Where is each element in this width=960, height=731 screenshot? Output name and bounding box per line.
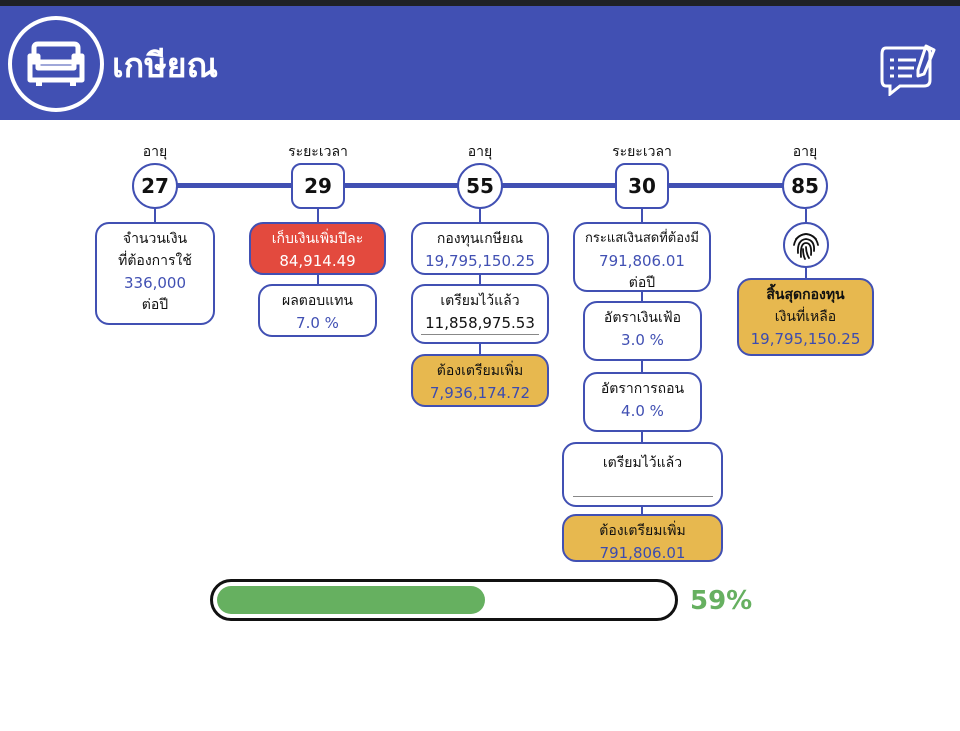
remaining-label: เงินที่เหลือ	[774, 309, 837, 325]
withdraw-rate-label: อัตราการถอน	[600, 381, 685, 397]
annual-saving-label: เก็บเงินเพิ่มปีละ	[271, 231, 364, 247]
page-title: เกษียณ	[112, 46, 219, 86]
document-message-icon[interactable]	[880, 40, 940, 98]
inflation-card[interactable]: อัตราเงินเฟ้อ 3.0 %	[583, 301, 702, 361]
prepared-label: เตรียมไว้แล้ว	[440, 293, 520, 309]
need-more-value-2: 791,806.01	[599, 544, 686, 562]
connector	[154, 209, 156, 223]
sofa-icon	[8, 16, 104, 112]
need-more-value: 7,936,174.72	[429, 384, 531, 402]
cashflow-card: กระแสเงินสดที่ต้องมี 791,806.01 ต่อปี	[573, 222, 711, 292]
remaining-value: 19,795,150.25	[750, 330, 861, 348]
required-amount-card: จำนวนเงิน ที่ต้องการใช้ 336,000 ต่อปี	[95, 222, 215, 325]
required-amount-label2: ที่ต้องการใช้	[118, 253, 192, 269]
status-bar	[0, 0, 960, 6]
need-more-label-2: ต้องเตรียมเพิ่ม	[599, 523, 686, 539]
required-amount-label: จำนวนเงิน	[122, 231, 188, 247]
retire-age-node: 55	[457, 163, 503, 209]
progress-percent: 59%	[690, 586, 753, 616]
return-rate-card: ผลตอบแทน 7.0 %	[258, 284, 377, 337]
cashflow-unit: ต่อปี	[628, 275, 656, 291]
progress-bar	[210, 579, 678, 621]
connector	[641, 209, 643, 519]
app-header: เกษียณ	[0, 6, 960, 120]
prepared-label-2: เตรียมไว้แล้ว	[602, 455, 683, 471]
inflation-label: อัตราเงินเฟ้อ	[603, 310, 682, 326]
fingerprint-icon	[783, 222, 829, 268]
required-amount-value: 336,000	[123, 274, 187, 292]
retirement-fund-card: กองทุนเกษียณ 19,795,150.25	[411, 222, 549, 275]
inflation-value[interactable]: 3.0 %	[621, 331, 664, 349]
node3-caption: อายุ	[467, 144, 493, 160]
annual-saving-card: เก็บเงินเพิ่มปีละ 84,914.49	[249, 222, 386, 275]
return-rate-label: ผลตอบแทน	[282, 293, 353, 309]
node4-caption: ระยะเวลา	[612, 144, 672, 160]
prepared-underline-2	[572, 496, 713, 497]
retire-period-node: 30	[615, 163, 669, 209]
prepared-value-2[interactable]	[564, 474, 721, 492]
required-amount-unit: ต่อปี	[141, 297, 169, 313]
prepared-card-2[interactable]: เตรียมไว้แล้ว	[562, 442, 723, 507]
age-start-node: 27	[132, 163, 178, 209]
need-more-card: ต้องเตรียมเพิ่ม 7,936,174.72	[411, 354, 549, 407]
end-age-node: 85	[782, 163, 828, 209]
prepared-value[interactable]: 11,858,975.53	[425, 314, 535, 332]
node2-caption: ระยะเวลา	[288, 144, 348, 160]
cashflow-label: กระแสเงินสดที่ต้องมี	[585, 231, 699, 246]
node5-caption: อายุ	[792, 144, 818, 160]
fund-end-card: สิ้นสุดกองทุน เงินที่เหลือ 19,795,150.25	[737, 278, 874, 356]
progress-fill	[217, 586, 485, 614]
need-more-card-2: ต้องเตรียมเพิ่ม 791,806.01	[562, 514, 723, 562]
retirement-fund-value: 19,795,150.25	[425, 252, 535, 270]
retirement-fund-label: กองทุนเกษียณ	[436, 231, 524, 247]
cashflow-value: 791,806.01	[599, 252, 685, 270]
withdraw-rate-value[interactable]: 4.0 %	[621, 402, 664, 420]
fund-end-label: สิ้นสุดกองทุน	[766, 287, 845, 303]
return-rate-value: 7.0 %	[296, 314, 339, 332]
prepared-underline	[421, 334, 539, 335]
node1-caption: อายุ	[142, 144, 168, 160]
withdraw-rate-card[interactable]: อัตราการถอน 4.0 %	[583, 372, 702, 432]
need-more-label: ต้องเตรียมเพิ่ม	[436, 363, 524, 379]
prepared-card[interactable]: เตรียมไว้แล้ว 11,858,975.53	[411, 284, 549, 344]
annual-saving-value: 84,914.49	[279, 252, 356, 270]
saving-period-node: 29	[291, 163, 345, 209]
